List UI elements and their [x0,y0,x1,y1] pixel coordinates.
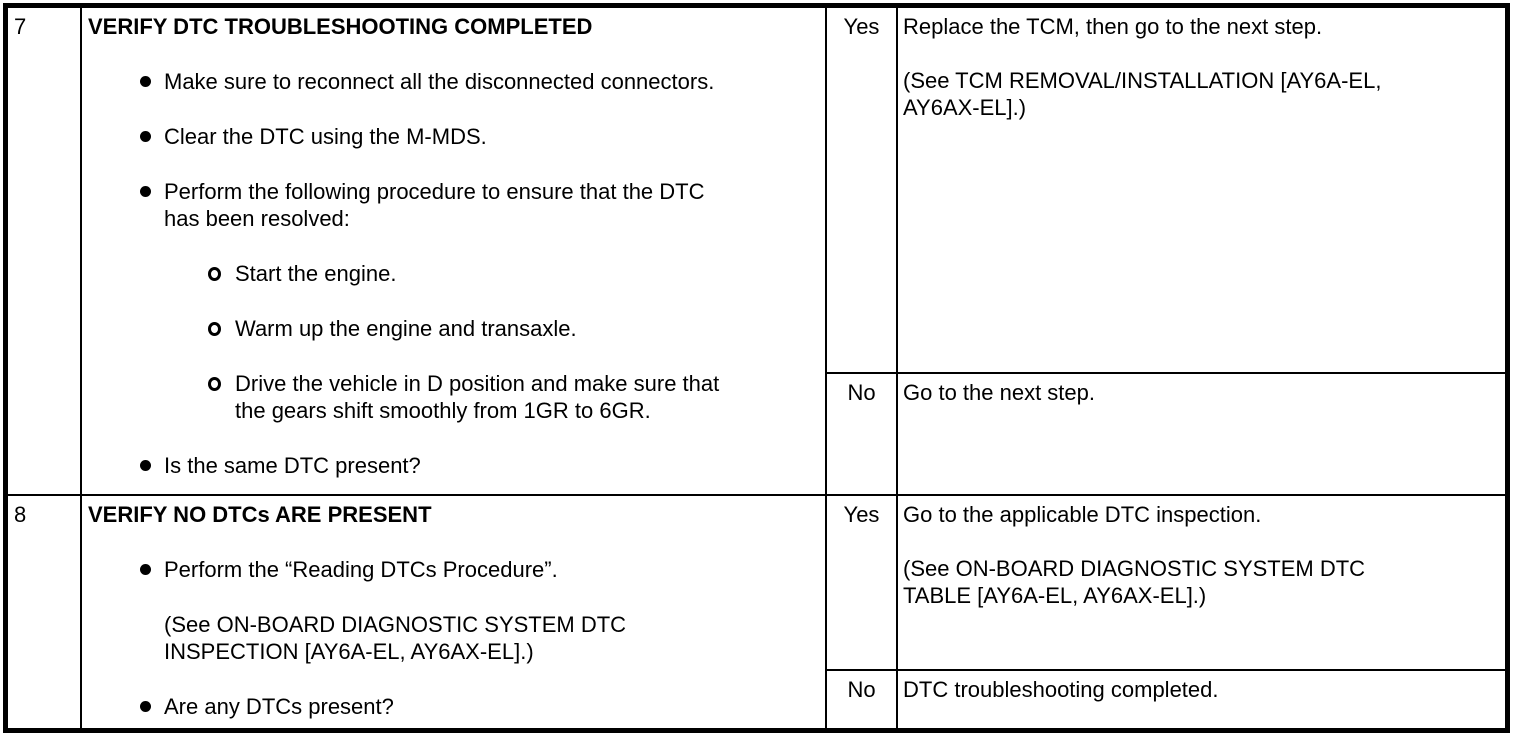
list-item-text: the gears shift smoothly from 1GR to 6GR… [235,398,651,423]
action-cell: VERIFY DTC TROUBLESHOOTING COMPLETED Mak… [82,8,827,494]
list-item-text: Warm up the engine and transaxle. [235,316,577,341]
spacer-line [903,528,1497,555]
result-action-cell: Replace the TCM, then go to the next ste… [898,8,1505,372]
step-number: 8 [14,502,27,527]
troubleshooting-table: 7 VERIFY DTC TROUBLESHOOTING COMPLETED M… [3,3,1510,733]
sub-list-item: Warm up the engine and transaxle. [208,315,825,342]
answer-label: Yes [843,14,880,39]
list-item-text: (See ON-BOARD DIAGNOSTIC SYSTEM DTC [164,612,627,637]
list-item: Perform the “Reading DTCs Procedure”. [140,556,825,583]
action-cell: VERIFY NO DTCs ARE PRESENT Perform the “… [82,496,827,728]
list-item-text: has been resolved: [164,206,350,231]
bullet-icon [140,556,164,583]
result-text: Replace the TCM, then go to the next ste… [903,14,1323,39]
answer-label: No [847,380,876,405]
action-title: VERIFY NO DTCs ARE PRESENT [88,502,432,527]
list-item-text: INSPECTION [AY6A-EL, AY6AX-EL].) [164,639,534,664]
spacer-line [903,40,1497,67]
result-row-yes: Yes Go to the applicable DTC inspection.… [827,496,1505,669]
result-action-cell: Go to the next step. [898,374,1505,494]
list-item: Clear the DTC using the M-MDS. [140,123,825,150]
bullet-icon [140,178,164,232]
step-number: 7 [14,14,27,39]
answer-cell: No [827,374,898,494]
answer-label: No [847,677,876,702]
list-item: Is the same DTC present? [140,452,825,479]
list-item-text: Drive the vehicle in D position and make… [235,371,720,396]
result-text: TABLE [AY6A-EL, AY6AX-EL].) [903,583,1207,608]
results-cell-group: Yes Go to the applicable DTC inspection.… [827,496,1505,728]
list-item-text: Perform the following procedure to ensur… [164,179,705,204]
step-number-cell: 7 [8,8,82,494]
answer-cell: No [827,671,898,728]
answer-cell: Yes [827,496,898,669]
list-item-text: Clear the DTC using the M-MDS. [164,124,487,149]
result-action-cell: Go to the applicable DTC inspection. (Se… [898,496,1505,669]
result-text: (See TCM REMOVAL/INSTALLATION [AY6A-EL, [903,68,1382,93]
result-text: AY6AX-EL].) [903,95,1027,120]
result-row-yes: Yes Replace the TCM, then go to the next… [827,8,1505,372]
bullet-icon [140,693,164,720]
answer-label: Yes [843,502,880,527]
bullet-icon [140,123,164,150]
list-item-text: Perform the “Reading DTCs Procedure”. [164,557,558,582]
result-row-no: No Go to the next step. [827,372,1505,494]
sub-list-item: Start the engine. [208,260,825,287]
list-item: Make sure to reconnect all the disconnec… [140,68,825,95]
result-text: (See ON-BOARD DIAGNOSTIC SYSTEM DTC [903,556,1366,581]
list-item-text: Is the same DTC present? [164,453,421,478]
results-cell-group: Yes Replace the TCM, then go to the next… [827,8,1505,494]
list-item-text: Are any DTCs present? [164,694,394,719]
list-item-text: Start the engine. [235,261,397,286]
result-text: Go to the applicable DTC inspection. [903,502,1262,527]
result-action-cell: DTC troubleshooting completed. [898,671,1505,728]
circle-icon [208,315,235,342]
bullet-icon [140,452,164,479]
list-item-continuation: (See ON-BOARD DIAGNOSTIC SYSTEM DTC INSP… [164,611,825,665]
list-item-text: Make sure to reconnect all the disconnec… [164,69,715,94]
result-text: Go to the next step. [903,380,1096,405]
list-item: Perform the following procedure to ensur… [140,178,825,232]
action-title: VERIFY DTC TROUBLESHOOTING COMPLETED [88,14,593,39]
result-row-no: No DTC troubleshooting completed. [827,669,1505,728]
sub-list-item: Drive the vehicle in D position and make… [208,370,825,424]
table-row-step-8: 8 VERIFY NO DTCs ARE PRESENT Perform the… [8,494,1505,728]
circle-icon [208,260,235,287]
list-item: Are any DTCs present? [140,693,825,720]
circle-icon [208,370,235,424]
answer-cell: Yes [827,8,898,372]
table-row-step-7: 7 VERIFY DTC TROUBLESHOOTING COMPLETED M… [8,8,1505,494]
step-number-cell: 8 [8,496,82,728]
bullet-icon [140,68,164,95]
result-text: DTC troubleshooting completed. [903,677,1219,702]
